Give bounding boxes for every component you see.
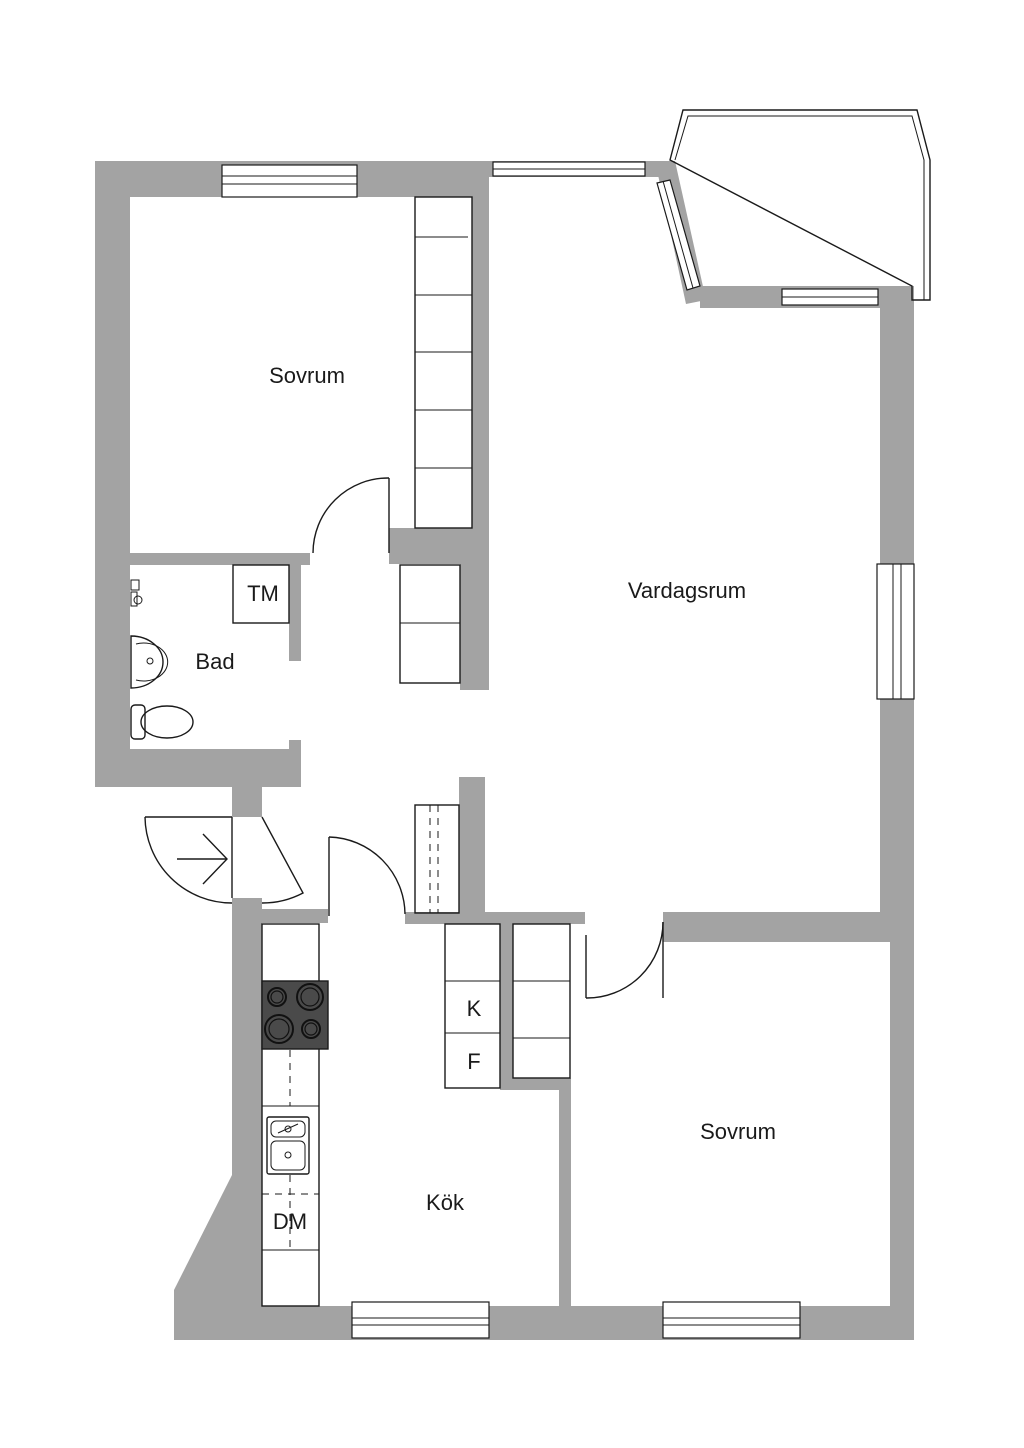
wall-hall-kitchen — [405, 912, 585, 924]
label-dishwasher: DM — [273, 1209, 307, 1234]
room-labels: Sovrum Vardagsrum Bad TM K F Kök DM Sovr… — [195, 363, 775, 1234]
wall-wardrobe2-left — [500, 912, 513, 1078]
wardrobe-bedroom-bottom — [512, 923, 571, 1079]
entrance-arrow-icon — [177, 833, 228, 885]
walls — [95, 161, 914, 1340]
wall-wardrobe2-right — [559, 1078, 571, 1308]
shelf-hall — [414, 804, 460, 914]
window-right — [876, 563, 915, 700]
cabinet-fridge-freezer — [444, 923, 501, 1089]
washer-box — [232, 564, 290, 624]
label-bathroom: Bad — [195, 649, 234, 674]
wall-wardrobe-back — [460, 553, 489, 690]
window-top-mid — [492, 161, 646, 177]
label-living-room: Vardagsrum — [628, 578, 746, 603]
wall-kitchen-slant — [174, 1175, 262, 1340]
label-fridge: K — [467, 996, 482, 1021]
wall-bath-right-lower — [289, 740, 301, 787]
window-top-left — [221, 164, 358, 198]
wall-bath-right-upper — [289, 553, 301, 661]
balcony — [669, 109, 931, 301]
window-bay-top — [781, 288, 879, 306]
bath-fixtures — [130, 579, 194, 740]
windows — [221, 161, 915, 1339]
sink-icon — [130, 635, 169, 689]
door-bedroom-bottom — [585, 921, 664, 999]
label-kitchen: Kök — [426, 1190, 465, 1215]
wall-entry-jamb-top — [232, 787, 262, 817]
wall-wardrobe2-base — [500, 1078, 571, 1090]
doors — [144, 477, 664, 999]
wall-left-bottom — [95, 749, 301, 787]
door-kitchen — [328, 836, 406, 916]
wall-bedroom-right — [472, 161, 489, 552]
label-bedroom-top: Sovrum — [269, 363, 345, 388]
wardrobe-bedroom-top — [414, 196, 473, 529]
label-freezer: F — [467, 1049, 480, 1074]
wall-left — [95, 161, 130, 787]
door-bedroom-top — [312, 477, 390, 554]
wall-entry-jamb-bottom — [232, 898, 262, 910]
wall-entry-bottom — [232, 909, 328, 923]
wall-bedroom-bath — [125, 553, 310, 565]
door-entrance — [144, 816, 304, 904]
kitchen-counter — [261, 923, 320, 1307]
toilet-icon — [130, 704, 194, 740]
wall-center-stub — [459, 777, 485, 914]
stove-icon — [261, 980, 329, 1050]
wall-bottom — [174, 1306, 914, 1340]
window-bay-slant — [656, 179, 701, 291]
label-washer: TM — [247, 581, 279, 606]
label-bedroom-bottom: Sovrum — [700, 1119, 776, 1144]
kitchen-sink-icon — [266, 1116, 310, 1175]
window-bottom-bedroom — [662, 1301, 801, 1339]
wall-right-lower — [890, 912, 914, 1340]
window-bottom-kitchen — [351, 1301, 490, 1339]
faucet-icon — [130, 579, 143, 607]
wall-living-bedroom — [663, 912, 914, 942]
wardrobe-hall — [399, 564, 461, 684]
